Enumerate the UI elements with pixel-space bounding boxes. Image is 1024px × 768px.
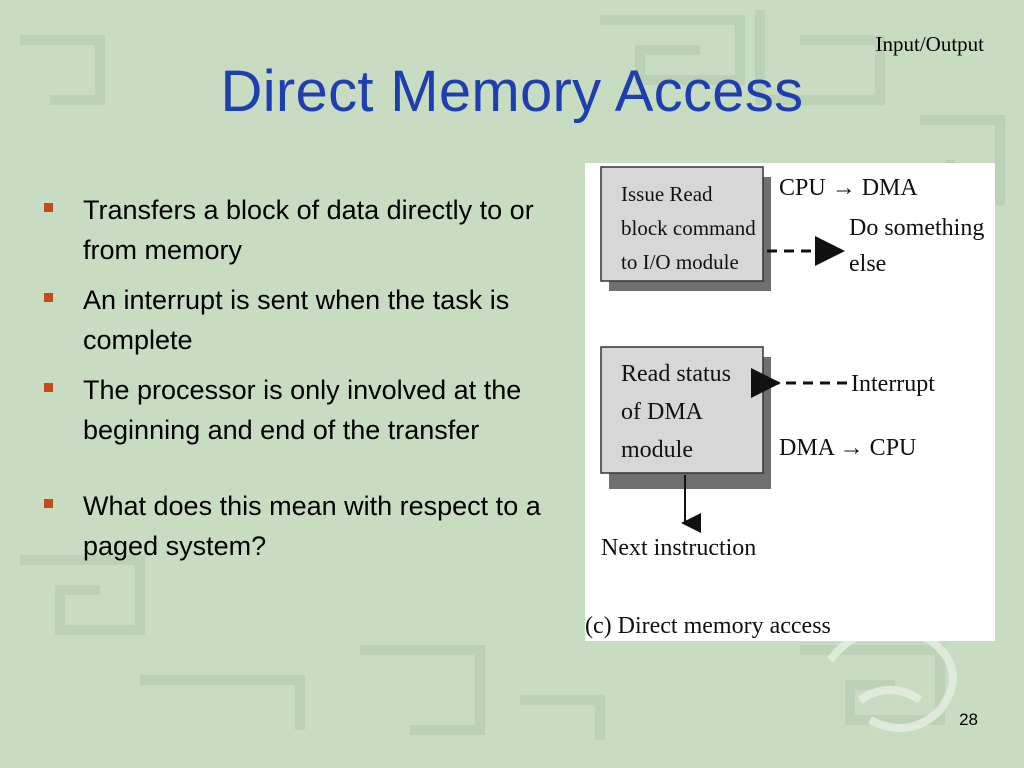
page-number: 28 <box>959 710 978 729</box>
cpu-to-dma-label: CPU → DMA <box>779 175 918 201</box>
issue-read-box <box>600 166 764 282</box>
do-something-label: Do something <box>849 215 984 241</box>
dma-diagram: Issue Read block command to I/O module C… <box>585 163 995 641</box>
box1-line: Issue Read <box>621 182 713 206</box>
box1-line: block command <box>621 216 756 240</box>
bullet-square-icon <box>44 293 53 302</box>
dma-diagram-svg: Issue Read block command to I/O module C… <box>585 166 984 639</box>
else-label: else <box>849 251 886 277</box>
bullet-square-icon <box>44 499 53 508</box>
bullet-item: An interrupt is sent when the task is co… <box>44 280 544 360</box>
box2-line: of DMA <box>621 399 704 425</box>
bullet-square-icon <box>44 383 53 392</box>
slide-title: Direct Memory Access <box>220 59 804 124</box>
box1-line: to I/O module <box>621 250 739 274</box>
interrupt-label: Interrupt <box>851 371 935 397</box>
bullet-item: The processor is only involved at the be… <box>44 370 544 450</box>
read-status-box <box>600 346 764 474</box>
bullet-item: What does this mean with respect to a pa… <box>44 486 544 566</box>
header-tag: Input/Output <box>875 32 985 56</box>
figure-caption: (c) Direct memory access <box>585 613 831 639</box>
bullet-list: Transfers a block of data directly to or… <box>44 190 544 576</box>
bullet-text: The processor is only involved at the be… <box>83 375 522 445</box>
bullet-text: What does this mean with respect to a pa… <box>83 491 541 561</box>
bullet-item: Transfers a block of data directly to or… <box>44 190 544 270</box>
bullet-text: An interrupt is sent when the task is co… <box>83 285 510 355</box>
bullet-text: Transfers a block of data directly to or… <box>83 195 534 265</box>
box2-line: Read status <box>621 361 731 387</box>
box2-line: module <box>621 437 693 463</box>
next-instruction-label: Next instruction <box>601 535 756 561</box>
dma-to-cpu-label: DMA → CPU <box>779 435 916 461</box>
bullet-square-icon <box>44 203 53 212</box>
